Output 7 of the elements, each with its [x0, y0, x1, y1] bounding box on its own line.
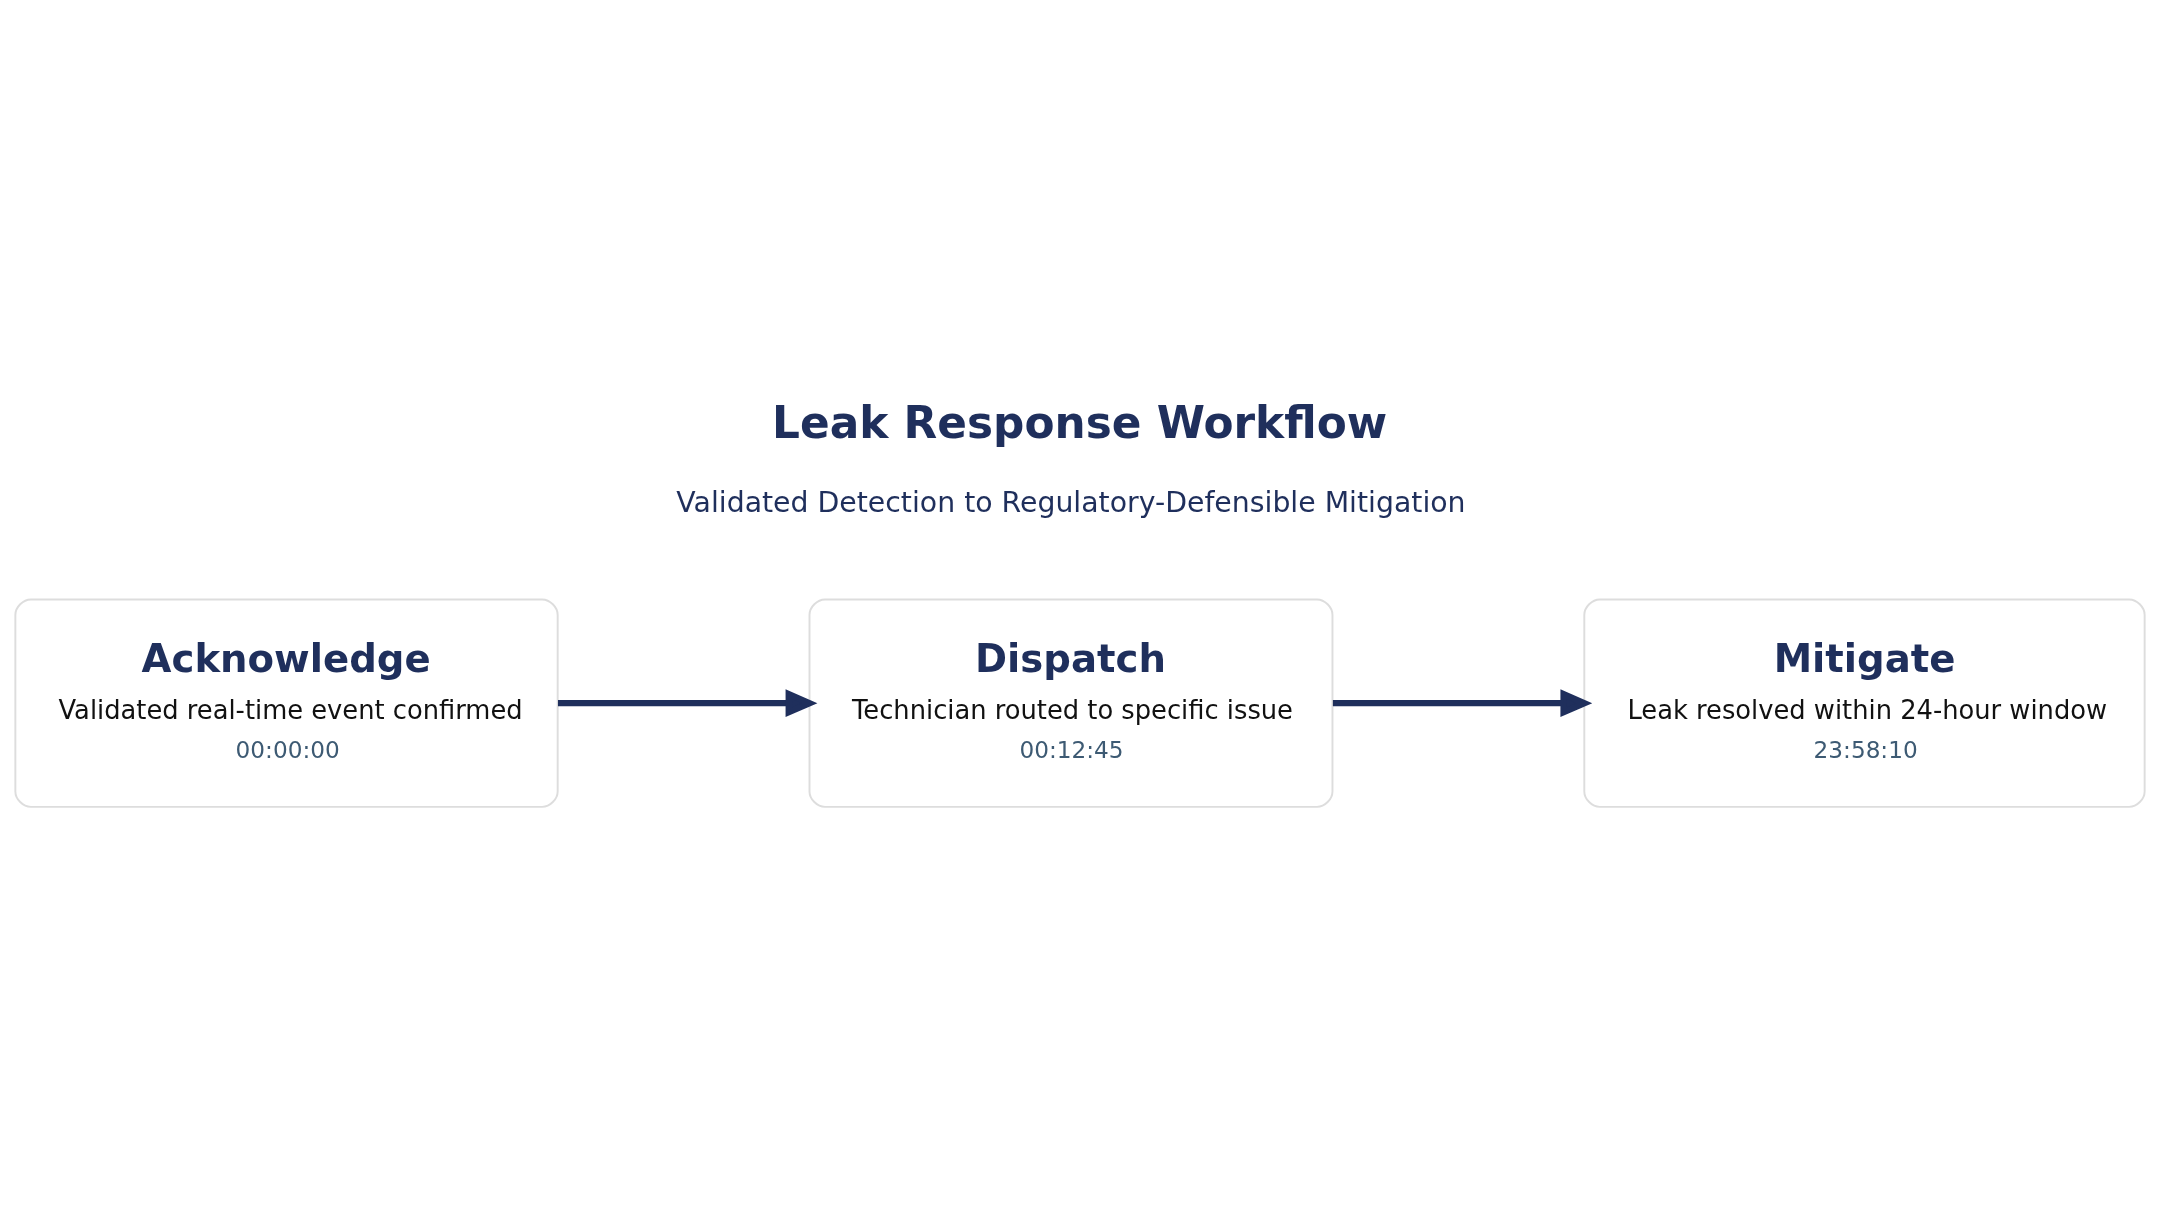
node-box: Mitigate Leak resolved within 24-hour window 23:58:10 — [1583, 598, 2146, 808]
label: Validated Detection to Regulatory-Defensible Mitigation — [676, 485, 1466, 519]
node-box: Dispatch Technician routed to specific issue 00:12:45 — [808, 598, 1334, 808]
node-box: Acknowledge Validated real-time event confirmed 00:00:00 — [14, 598, 559, 808]
arrow — [557, 689, 818, 718]
diagram-title: Leak Response Workflow — [772, 397, 1388, 449]
arrow — [1332, 689, 1593, 718]
